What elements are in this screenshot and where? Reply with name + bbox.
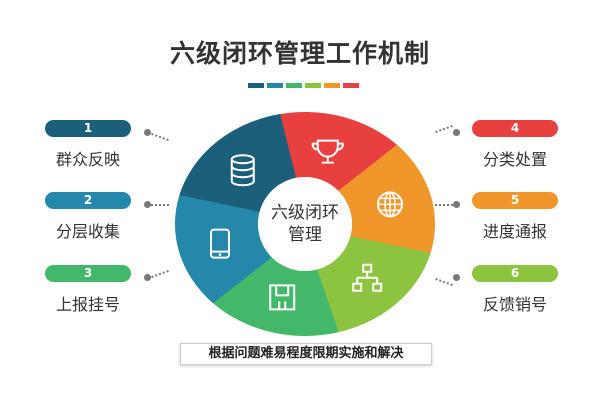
connector-dot: [453, 129, 460, 136]
connector-dot: [144, 274, 151, 281]
step-label-3: 上报挂号: [55, 295, 120, 314]
step-badge-4: 4: [472, 120, 558, 137]
step-label-2: 分层收集: [55, 222, 120, 241]
step-label-6: 反馈销号: [482, 295, 547, 314]
trophy-icon: [311, 139, 344, 164]
center-label: 六级闭环 管理: [255, 202, 355, 246]
center-line-1: 六级闭环: [271, 203, 339, 223]
step-badge-1: 1: [45, 120, 131, 137]
connector-line: [151, 204, 169, 206]
connector-line: [435, 204, 453, 206]
ring-segment-2: [175, 187, 272, 304]
page-title: 六级闭环管理工作机制: [169, 39, 430, 68]
center-line-2: 管理: [288, 225, 322, 245]
globe-icon: [377, 191, 404, 218]
step-badge-2: 2: [45, 192, 131, 209]
step-label-1: 群众反映: [55, 150, 120, 169]
step-badge-6: 6: [472, 265, 558, 282]
caption-box: 根据问题难易程度限期实施和解决: [180, 343, 432, 365]
database-icon: [230, 154, 255, 187]
clipboard-icon: [269, 284, 296, 311]
hierarchy-icon: [352, 263, 383, 292]
color-bar-divider: [248, 83, 359, 88]
connector-dot: [144, 129, 151, 136]
step-label-5: 进度通报: [482, 222, 547, 241]
step-badge-3: 3: [45, 265, 131, 282]
step-badge-5: 5: [472, 192, 558, 209]
ring-segment-5: [338, 144, 435, 261]
tablet-icon: [209, 228, 230, 259]
connector-dot: [453, 201, 460, 208]
connector-dot: [144, 201, 151, 208]
step-label-4: 分类处置: [482, 150, 547, 169]
center-circle: [258, 177, 352, 271]
connector-dot: [453, 274, 460, 281]
